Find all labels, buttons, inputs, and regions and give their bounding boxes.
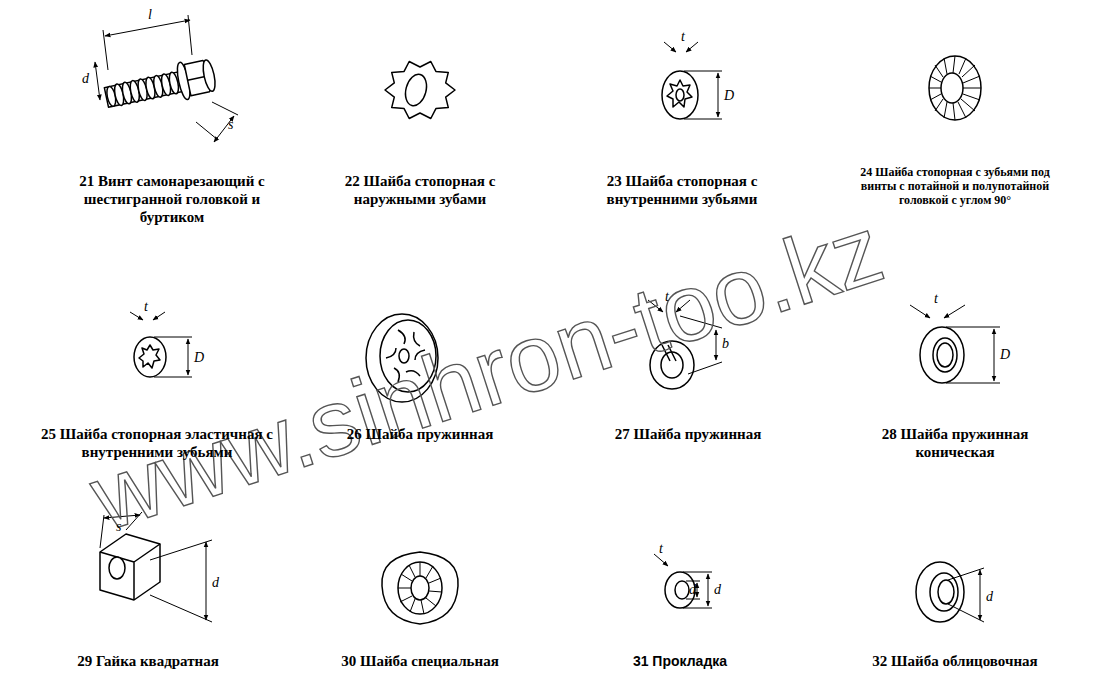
item-caption: 30 Шайба специальная [320,652,520,670]
dimension-letter: D [1000,348,1010,362]
item-caption: 22 Шайба стопорная с наружными зубами [328,172,513,208]
item-caption: 25 Шайба стопорная эластичная с внутренн… [17,425,297,461]
dimension-letter: D [194,351,204,365]
dimension-letter: d [212,576,219,590]
watermark: www.sinhron-too.kz [80,198,894,548]
dimension-letter: s [116,520,121,534]
item-caption: 24 Шайба стопорная с зубьями под винты с… [843,165,1068,207]
dimension-letter: t [665,290,669,304]
dimension-letter: l [148,8,152,22]
dimension-letter: t [659,542,663,556]
item-caption: 31 Прокладка [600,652,760,670]
dimension-letter: d [714,583,721,597]
item-caption: 21 Винт самонарезающий с шестигранной го… [62,172,282,226]
dimension-letter: t [934,292,938,306]
item-caption: 29 Гайка квадратная [48,652,248,670]
item-caption: 26 Шайба пружинная [320,425,520,443]
dimension-letter: d [82,72,89,86]
external-tooth-washer [385,62,455,119]
dimension-letter: d [689,583,696,597]
self-tapping-screw [102,56,217,116]
dimension-letter: d [986,590,993,604]
item-caption: 27 Шайба пружинная [588,425,788,443]
dimension-letter: t [681,30,685,44]
dimension-letter: D [724,89,734,103]
dimension-letter: t [144,300,148,314]
item-caption: 23 Шайба стопорная с внутренними зубьями [580,172,785,208]
item-caption: 28 Шайба пружинная коническая [855,425,1055,461]
dimension-letter: b [722,337,729,351]
item-caption: 32 Шайба облицовочная [850,652,1060,670]
dimension-letter: s [228,118,233,132]
